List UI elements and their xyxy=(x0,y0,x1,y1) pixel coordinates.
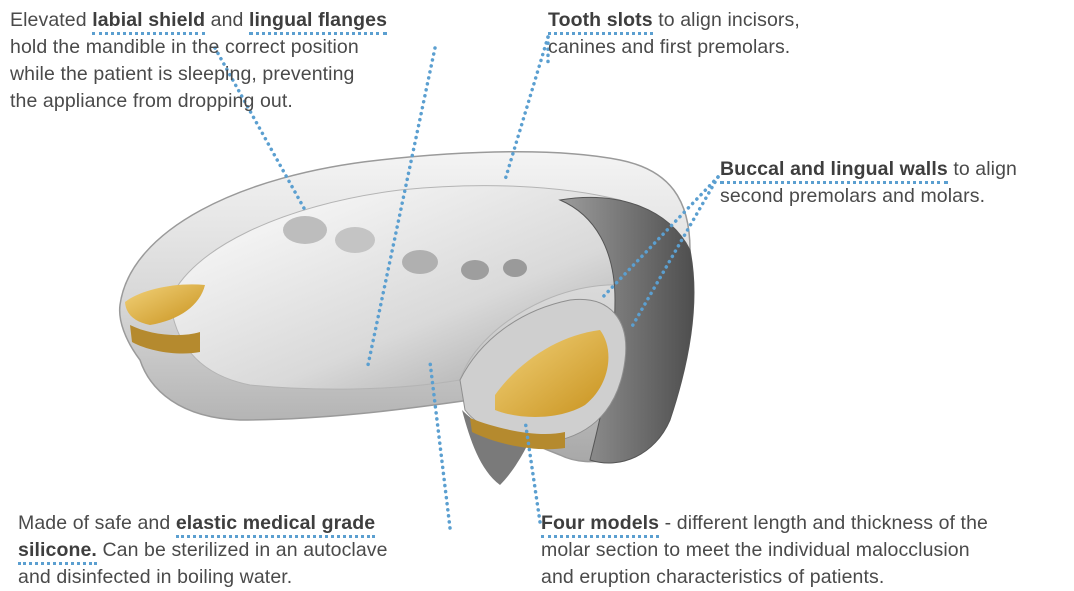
term-elastic-medical-grade: elastic medical grade xyxy=(176,512,375,538)
callout-buccal-lingual-walls: Buccal and lingual walls to align second… xyxy=(720,156,1070,210)
callout-silicone: Made of safe and elastic medical grade s… xyxy=(18,510,458,591)
callout-line: and disinfected in boiling water. xyxy=(18,564,458,591)
term-lingual-flanges: lingual flanges xyxy=(249,9,387,35)
callout-text: Made of safe and xyxy=(18,512,176,534)
callout-labial-lingual: Elevated labial shield and lingual flang… xyxy=(10,7,450,115)
callout-text: and xyxy=(205,9,249,31)
callout-line: Elevated labial shield and lingual flang… xyxy=(10,7,450,34)
callout-line: and eruption characteristics of patients… xyxy=(541,564,1071,591)
term-silicone: silicone. xyxy=(18,539,97,565)
callout-line: while the patient is sleeping, preventin… xyxy=(10,61,450,88)
callout-line: molar section to meet the individual mal… xyxy=(541,537,1071,564)
callout-line: hold the mandible in the correct positio… xyxy=(10,34,450,61)
callout-tooth-slots: Tooth slots to align incisors, canines a… xyxy=(548,7,878,61)
callout-line: silicone. Can be sterilized in an autocl… xyxy=(18,537,458,564)
callout-text: to align incisors, xyxy=(653,9,800,31)
term-buccal-lingual-walls: Buccal and lingual walls xyxy=(720,158,948,184)
callout-line: Made of safe and elastic medical grade xyxy=(18,510,458,537)
callout-text: Can be sterilized in an autoclave xyxy=(97,539,388,561)
term-four-models: Four models xyxy=(541,512,659,538)
callout-text: to align xyxy=(948,158,1017,180)
callout-line: Four models - different length and thick… xyxy=(541,510,1071,537)
term-labial-shield: labial shield xyxy=(92,9,205,35)
callout-line: Buccal and lingual walls to align xyxy=(720,156,1070,183)
callout-line: canines and first premolars. xyxy=(548,34,878,61)
callout-text: - different length and thickness of the xyxy=(659,512,988,534)
appliance-body xyxy=(120,152,694,485)
callout-line: second premolars and molars. xyxy=(720,183,1070,210)
callout-line: the appliance from dropping out. xyxy=(10,88,450,115)
callout-text: Elevated xyxy=(10,9,92,31)
callout-line: Tooth slots to align incisors, xyxy=(548,7,878,34)
callout-four-models: Four models - different length and thick… xyxy=(541,510,1071,591)
term-tooth-slots: Tooth slots xyxy=(548,9,653,35)
